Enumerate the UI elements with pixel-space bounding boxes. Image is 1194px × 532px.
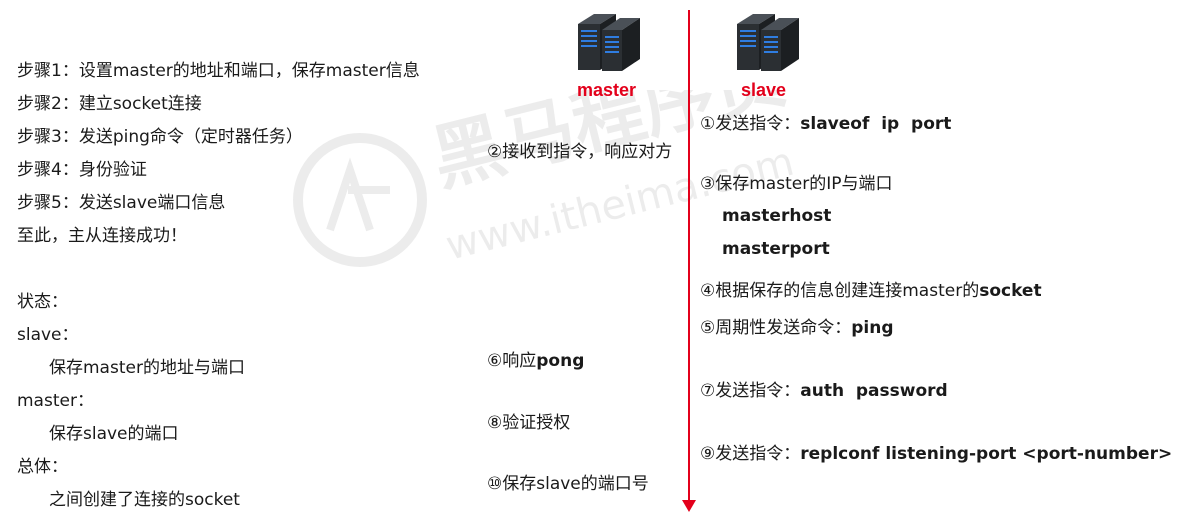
slave-step-9-text: ⑨发送指令： bbox=[700, 444, 801, 464]
master-label: master bbox=[577, 80, 637, 100]
timeline-line bbox=[688, 10, 690, 504]
slave-step-1-command: slaveof ip port bbox=[800, 114, 952, 134]
slave-step-4: ④根据保存的信息创建连接master的socket bbox=[700, 280, 1042, 302]
itheima-logo-icon bbox=[293, 133, 427, 267]
master-step-8: ⑧验证授权 bbox=[487, 413, 571, 433]
master-step-6-command: pong bbox=[536, 351, 585, 371]
slave-step-7-text: ⑦发送指令： bbox=[700, 381, 801, 401]
note-step4: 步骤4：身份验证 bbox=[17, 160, 147, 180]
note-overall-heading: 总体： bbox=[17, 457, 68, 477]
note-slave-heading: slave： bbox=[17, 325, 79, 345]
slave-step-5-command: ping bbox=[851, 318, 894, 338]
slave-step-1-text: ①发送指令： bbox=[700, 114, 801, 134]
slave-step-3: ③保存master的IP与端口 bbox=[700, 174, 893, 194]
master-step-10: ⑩保存slave的端口号 bbox=[487, 474, 649, 494]
slave-step-5-text: ⑤周期性发送命令： bbox=[700, 318, 852, 338]
slave-step-3-masterport: masterport bbox=[722, 239, 830, 259]
slave-server-icon bbox=[737, 14, 799, 71]
note-success: 至此，主从连接成功！ bbox=[17, 226, 187, 246]
note-step5: 步骤5：发送slave端口信息 bbox=[17, 193, 226, 213]
note-step3: 步骤3：发送ping命令（定时器任务） bbox=[17, 127, 303, 147]
note-step2: 步骤2：建立socket连接 bbox=[17, 94, 202, 114]
slave-step-3-masterhost: masterhost bbox=[722, 206, 832, 226]
note-master-heading: master： bbox=[17, 391, 94, 411]
slave-step-7: ⑦发送指令：auth password bbox=[700, 380, 948, 402]
slave-step-9: ⑨发送指令：replconf listening-port <port-numb… bbox=[700, 443, 1172, 465]
timeline-arrow-icon bbox=[682, 500, 696, 512]
slave-step-5: ⑤周期性发送命令：ping bbox=[700, 317, 894, 339]
master-step-6-text: ⑥响应 bbox=[487, 351, 537, 371]
note-master-detail: 保存slave的端口 bbox=[49, 424, 179, 444]
slave-step-4-text: ④根据保存的信息创建连接master的 bbox=[700, 281, 980, 301]
note-overall-detail: 之间创建了连接的socket bbox=[49, 490, 240, 510]
slave-step-9-command: replconf listening-port <port-number> bbox=[800, 444, 1173, 464]
master-step-2: ②接收到指令，响应对方 bbox=[487, 142, 673, 162]
master-server-icon bbox=[578, 14, 640, 71]
note-status-heading: 状态： bbox=[17, 292, 68, 312]
note-slave-detail: 保存master的地址与端口 bbox=[49, 358, 245, 378]
slave-step-7-command: auth password bbox=[800, 381, 948, 401]
slave-step-1: ①发送指令：slaveof ip port bbox=[700, 113, 951, 135]
slave-step-4-socket: socket bbox=[979, 281, 1042, 301]
master-step-6: ⑥响应pong bbox=[487, 350, 584, 372]
note-step1: 步骤1：设置master的地址和端口，保存master信息 bbox=[17, 61, 420, 81]
slave-label: slave bbox=[741, 80, 787, 100]
